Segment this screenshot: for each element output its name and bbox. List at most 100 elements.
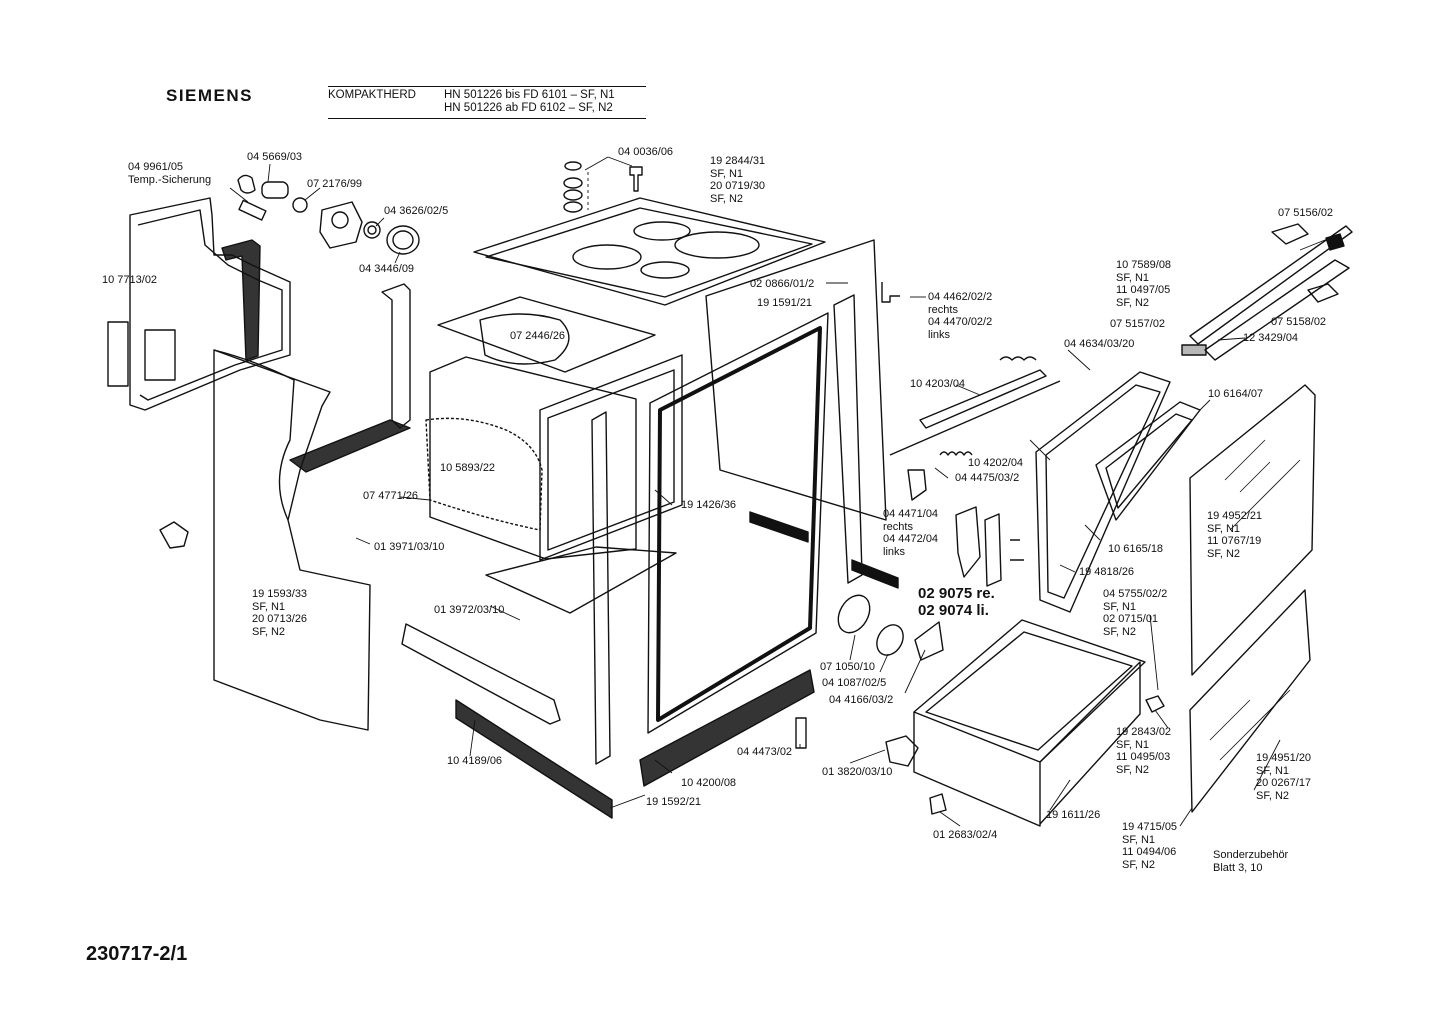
part-label-line: 02 0866/01/2 (750, 278, 815, 290)
part-label-10-5893-22: 10 5893/22 (440, 462, 495, 475)
part-label-04-0036-06: 04 0036/06 (618, 146, 673, 159)
part-label-line: 07 5158/02 (1271, 316, 1327, 328)
part-label-line: SF, N2 (252, 625, 286, 638)
storage-drawer (913, 619, 1146, 827)
spring-rod (889, 380, 1061, 456)
part-label-line: SF, N2 (1103, 625, 1137, 638)
product-title: KOMPAKTHERD (328, 89, 416, 101)
trim-strip (1204, 259, 1350, 361)
heating-element-plate (437, 296, 656, 373)
part-label-line: 11 0497/05 (1116, 284, 1171, 296)
spacer-stack (563, 161, 643, 213)
part-label-line: 04 3446/09 (359, 263, 415, 275)
clip-plate (1145, 695, 1165, 713)
part-label-line: 10 4203/04 (910, 378, 966, 390)
part-label-07-2176-99: 07 2176/99 (307, 178, 362, 191)
screw (1010, 539, 1024, 561)
part-label-04-4166-03-2: 04 4166/03/2 (829, 694, 893, 707)
part-label-line: 07 5157/02 (1110, 318, 1166, 330)
handle-bracket-left (837, 594, 871, 634)
part-label-19-1426-36: 19 1426/36 (681, 499, 736, 512)
part-label-line: links (928, 328, 951, 341)
part-label-line: 07 2176/99 (307, 178, 363, 190)
part-label-line: 10 6164/07 (1208, 388, 1264, 400)
part-label-line: SF, N1 (1256, 764, 1290, 777)
part-label-07-4771-26: 07 4771/26 (363, 490, 418, 503)
oven-cavity (429, 354, 683, 561)
part-label-line: SF, N2 (1116, 296, 1150, 309)
part-label-line: SF, N1 (1207, 522, 1241, 535)
part-label-04-5669-03: 04 5669/03 (247, 151, 302, 164)
part-label-line: 04 4462/02/2 (928, 291, 993, 303)
part-label-line: SF, N2 (1256, 789, 1290, 802)
part-label-line: SF, N1 (252, 600, 286, 613)
part-label-line: 07 1050/10 (820, 661, 876, 673)
part-label-line: 10 7589/08 (1116, 259, 1172, 271)
part-label-line: 19 4818/26 (1079, 566, 1135, 578)
part-label-line: 04 0036/06 (618, 146, 674, 158)
part-label-19-4818-26: 19 4818/26 (1079, 566, 1134, 579)
part-label-line: 04 4473/02 (737, 746, 793, 758)
side-rail-2 (851, 559, 899, 589)
part-label-line: 11 0495/03 (1116, 751, 1171, 763)
model-line-2: HN 501226 ab FD 6102 – SF, N2 (444, 102, 613, 114)
part-label-line: 01 3972/03/10 (434, 604, 505, 616)
part-label-line: 04 4475/03/2 (955, 472, 1020, 484)
part-label-07-5156-02: 07 5156/02 (1278, 207, 1333, 220)
side-rail (749, 511, 809, 543)
part-label-line: links (883, 545, 906, 558)
part-label-line: 04 5669/03 (247, 151, 303, 163)
part-label-19-1591-21: 19 1591/21 (757, 297, 812, 310)
part-label-04-1087-02-5: 04 1087/02/5 (822, 677, 886, 690)
part-label-line: 12 3429/04 (1243, 332, 1299, 344)
part-label-line: SF, N2 (1116, 763, 1150, 776)
part-label-line: 02 0715/01 (1103, 613, 1159, 625)
part-label-line: 04 9961/05 (128, 161, 184, 173)
front-post-right (833, 294, 863, 584)
part-label-line: 20 0719/30 (710, 180, 766, 192)
handle-bracket-right (876, 624, 904, 656)
part-label-line: Sonderzubehör (1213, 849, 1289, 861)
part-label-line: 10 5893/22 (440, 462, 496, 474)
top-trim-rail (1189, 225, 1353, 345)
part-label-line: 04 3626/02/5 (384, 205, 449, 217)
part-label-line: 19 1592/21 (646, 796, 702, 808)
insulation-mat (425, 417, 543, 531)
part-label-line: 07 4771/26 (363, 490, 419, 502)
part-label-12-3429-04: 12 3429/04 (1243, 332, 1298, 345)
bottom-tray (485, 546, 677, 614)
rear-side-panel (107, 197, 291, 411)
part-label-line: 04 1087/02/5 (822, 677, 887, 689)
trim-clip (1307, 283, 1339, 303)
part-label-04-4473-02: 04 4473/02 (737, 746, 792, 759)
title-block: KOMPAKTHERD HN 501226 bis FD 6101 – SF, … (328, 86, 646, 119)
part-label-01-3972-03-10: 01 3972/03/10 (434, 604, 504, 617)
part-label-line: 02 9074 li. (918, 602, 989, 619)
door-glass-outer (1189, 384, 1316, 676)
part-label-line: 04 4470/02/2 (928, 316, 993, 328)
trim-end-piece (1271, 223, 1309, 245)
end-cap-left (1181, 344, 1207, 356)
hinge-bracket (907, 469, 927, 501)
part-label-line: 11 0494/06 (1122, 846, 1177, 858)
small-clip-bottom (929, 793, 947, 815)
part-label-line: 19 2843/02 (1116, 726, 1172, 738)
side-panel (213, 349, 371, 731)
part-label-line: SF, N1 (1116, 738, 1150, 751)
clip-part (159, 521, 189, 549)
part-label-01-2683-02-4: 01 2683/02/4 (933, 829, 997, 842)
part-label-10-4189-06: 10 4189/06 (447, 755, 502, 768)
part-label-line: 10 4200/08 (681, 777, 737, 789)
handle-clip (914, 621, 944, 661)
part-label-10-4203-04: 10 4203/04 (910, 378, 965, 391)
part-label-line: Temp.-Sicherung (128, 173, 212, 186)
door-inner-panel (1035, 371, 1171, 613)
